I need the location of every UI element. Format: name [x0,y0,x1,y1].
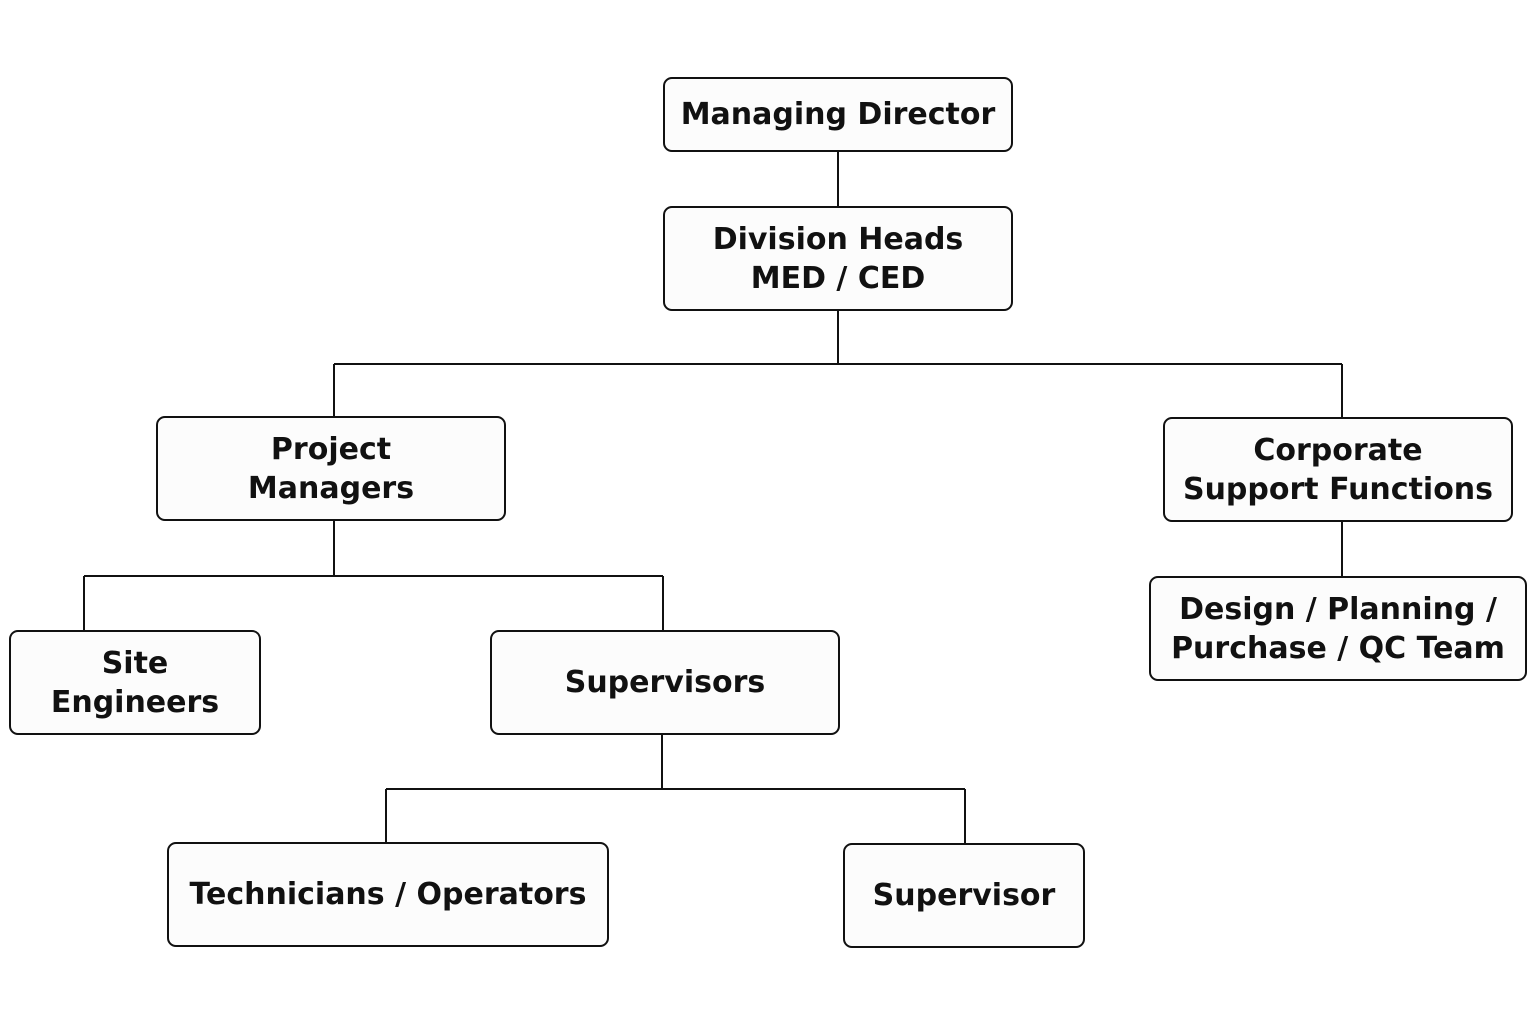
supervisors-box: Supervisors [490,630,840,735]
project-managers-label-line2: Managers [247,470,415,506]
site-engineers-label-line1: Site [101,645,169,681]
site-engineers-label-line2: Engineers [50,684,220,720]
supervisors-label: Supervisors [564,665,766,700]
connector-supervisors-to-level4 [385,735,966,843]
supervisor-box: Supervisor [843,843,1085,948]
design-team-label-line2: Purchase / QC Team [1171,630,1505,666]
project-managers-box: Project Managers [156,416,506,521]
managing-director-box: Managing Director [663,77,1013,152]
division-heads-label-line2: MED / CED [750,260,926,296]
site-engineers-box: Site Engineers [9,630,261,735]
managing-director-label: Managing Director [680,97,996,132]
project-managers-label-line1: Project [270,431,392,467]
technicians-operators-box: Technicians / Operators [167,842,609,947]
division-heads-label-line1: Division Heads [712,221,964,257]
corporate-support-label-line1: Corporate [1253,432,1423,468]
division-heads-box: Division Heads MED / CED [663,206,1013,311]
corporate-support-label-line2: Support Functions [1182,471,1494,507]
design-planning-purchase-qc-box: Design / Planning / Purchase / QC Team [1149,576,1527,681]
technicians-operators-label: Technicians / Operators [189,877,587,912]
connector-division-to-level2 [333,311,1343,417]
corporate-support-box: Corporate Support Functions [1163,417,1513,522]
connector-pm-to-level3 [83,521,664,630]
supervisor-label: Supervisor [872,878,1056,913]
design-team-label-line1: Design / Planning / [1179,591,1497,627]
